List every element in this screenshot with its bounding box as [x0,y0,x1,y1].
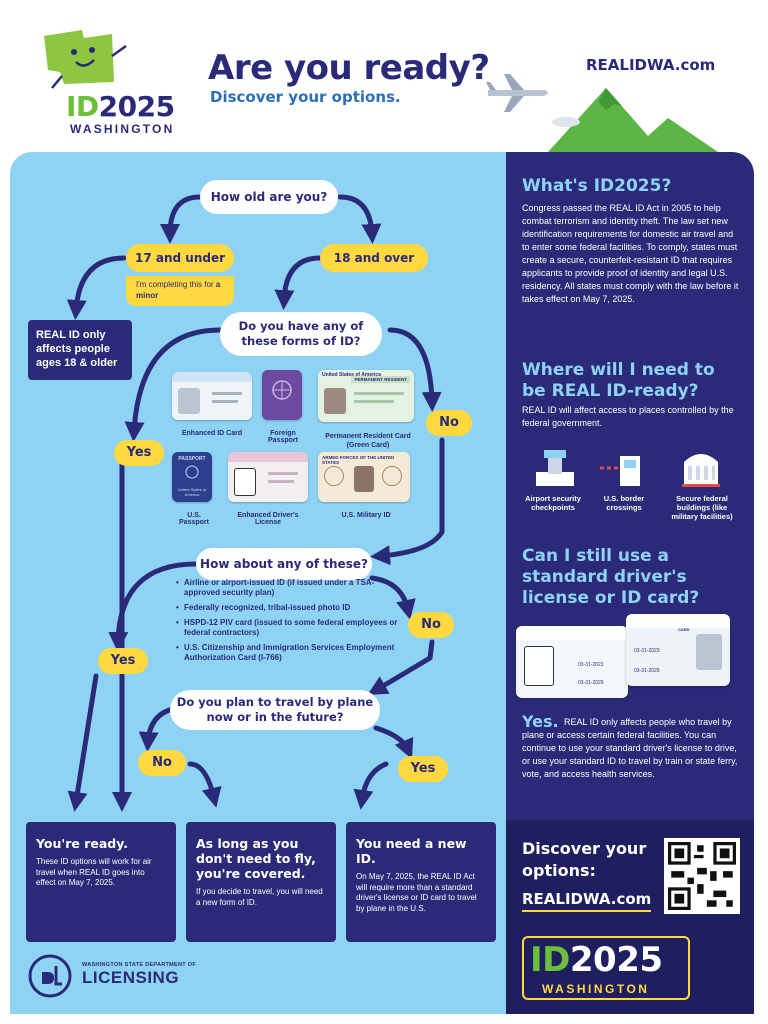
other-ids-list: Airline or airport-issued ID (if issued … [176,578,398,668]
paragraph-whats-id2025: Congress passed the REAL ID Act in 2005 … [522,203,739,304]
question-travel-plans: Do you plan to travel by plane now or in… [170,690,380,730]
list-item: U.S. Citizenship and Immigration Service… [176,643,398,663]
id-enhanced-license: Washington Enhanced Driver's License [228,452,308,526]
question-age: How old are you? [200,180,338,214]
standard-license-card: Washington STANDARD DRIVER LICENSE 03-31… [516,626,628,698]
option-18-and-over: 18 and over [320,244,428,272]
airport-tower-icon [536,450,574,486]
no-pill: No [426,410,472,436]
result-ready: You're ready. These ID options will work… [26,822,176,942]
dol-name-small: WASHINGTON STATE DEPARTMENT OF [82,962,197,968]
minor-note: I'm completing this for a minor [126,276,234,306]
heading-where-needed: Where will I need to be REAL ID-ready? [522,360,715,401]
paragraph-standard-license: REAL ID only affects people who travel b… [522,717,738,779]
no-pill: No [408,612,454,638]
list-item: HSPD-12 PIV card (issued to some federal… [176,618,398,638]
washington-state-mascot-icon [44,30,127,89]
website-link-top[interactable]: REALIDWA.com [586,56,716,74]
no-pill: No [138,750,186,776]
answer-yes: Yes. [522,712,559,731]
yes-pill: Yes [398,756,448,782]
page-subtitle: Discover your options. [210,88,401,106]
id2025-logo: ID2025 [530,940,663,980]
mountains-illustration [548,88,718,152]
discover-heading: Discover your options: [522,839,647,880]
id-enhanced-card: Washington Enhanced ID Card [172,372,252,437]
id-green-card: United States of America PERMANENT RESID… [318,370,418,450]
federal-building-icon [682,454,720,487]
option-17-and-under: 17 and under [126,244,234,272]
heading-standard-license: Can I still use a standard driver's lice… [522,546,700,608]
list-item: Federally recognized, tribal-issued phot… [176,603,398,613]
id-military: ARMED FORCES OF THE UNITED STATES U.S. M… [318,452,414,519]
eagle-seal-icon [185,465,199,479]
website-link-bottom[interactable]: REALIDWA.com [522,890,652,912]
globe-icon [272,380,292,400]
heading-whats-id2025: What's ID2025? [522,176,672,196]
yes-pill: Yes [114,440,164,466]
place-airport: Airport security checkpoints [525,494,581,512]
page-title: Are you ready? [208,48,490,88]
list-item: Airline or airport-issued ID (if issued … [176,578,398,598]
standard-id-card: Washington STANDARD IDENTIFICATION CARD … [626,614,730,686]
border-crossing-icon [600,456,640,486]
question-other-ids: How about any of these? [196,548,372,580]
place-federal-buildings: Secure federal buildings (like military … [671,494,733,521]
age-notice-box: REAL ID only affects people ages 18 & ol… [28,320,132,380]
result-covered: As long as you don't need to fly, you're… [186,822,336,942]
dol-name-large: LICENSING [82,968,180,987]
airplane-icon [486,74,548,112]
logo-state: WASHINGTON [70,122,175,136]
result-need-new-id: You need a new ID. On May 7, 2025, the R… [346,822,496,942]
paragraph-where-needed: REAL ID will affect access to places con… [522,405,734,428]
id-foreign-passport: Foreign Passport [262,370,304,444]
question-forms-of-id: Do you have any of these forms of ID? [220,312,382,356]
yes-pill: Yes [98,648,148,674]
dol-logo-icon [28,954,72,998]
logo-id2025: ID2025 [66,90,175,123]
place-border: U.S. border crossings [603,494,645,512]
id2025-logo-box [522,936,690,1000]
id-us-passport: PASSPORT United States of America U.S. P… [172,452,216,526]
qr-code-icon[interactable] [664,838,740,914]
id2025-logo-state: WASHINGTON [542,982,650,996]
